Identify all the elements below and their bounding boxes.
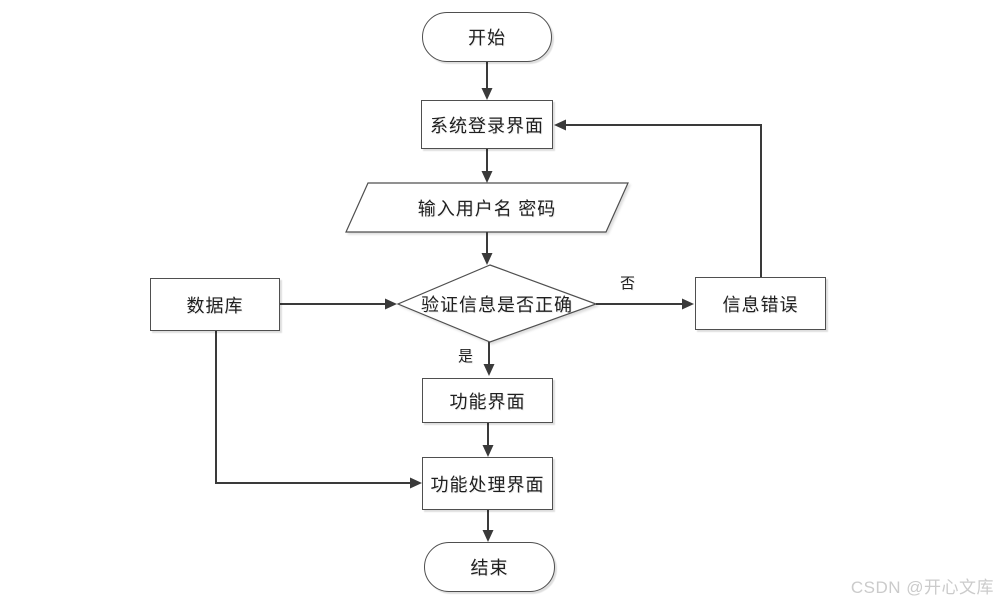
arrowhead-verify-error (682, 298, 694, 310)
arrowhead-start-login (481, 88, 493, 100)
start-node: 开始 (422, 12, 552, 62)
error-node: 信息错误 (695, 277, 826, 330)
login-node-label: 系统登录界面 (430, 115, 544, 136)
no-branch-label: 否 (620, 276, 636, 292)
arrowhead-process-end (482, 530, 494, 542)
edge-database-process (215, 331, 410, 484)
csdn-watermark: CSDN @开心文库 (850, 578, 994, 597)
process-node: 功能处理界面 (422, 457, 553, 510)
arrowhead-database-process (410, 477, 422, 489)
start-node-label: 开始 (468, 28, 506, 48)
verify-node-label: 验证信息是否正确 (421, 294, 573, 315)
input-node-label: 输入用户名 密码 (417, 198, 557, 219)
arrowhead-input-verify (481, 253, 493, 265)
error-node-label: 信息错误 (722, 294, 799, 315)
arrowhead-database-verify (385, 298, 397, 310)
edge-error-login-loop (566, 124, 762, 277)
arrowhead-error-login (554, 119, 566, 131)
end-node-label: 结束 (470, 558, 509, 578)
function-node-label: 功能界面 (449, 391, 526, 412)
database-node-label: 数据库 (186, 295, 244, 316)
database-node: 数据库 (150, 278, 280, 331)
arrowhead-function-process (482, 445, 494, 457)
process-node-label: 功能处理界面 (430, 474, 545, 495)
arrowhead-verify-function (483, 364, 495, 376)
input-parallelogram-shape (345, 182, 629, 233)
end-node: 结束 (424, 542, 555, 592)
yes-branch-label: 是 (458, 349, 474, 365)
arrowhead-login-input (481, 171, 493, 183)
login-node: 系统登录界面 (421, 100, 553, 149)
function-node: 功能界面 (422, 378, 553, 423)
